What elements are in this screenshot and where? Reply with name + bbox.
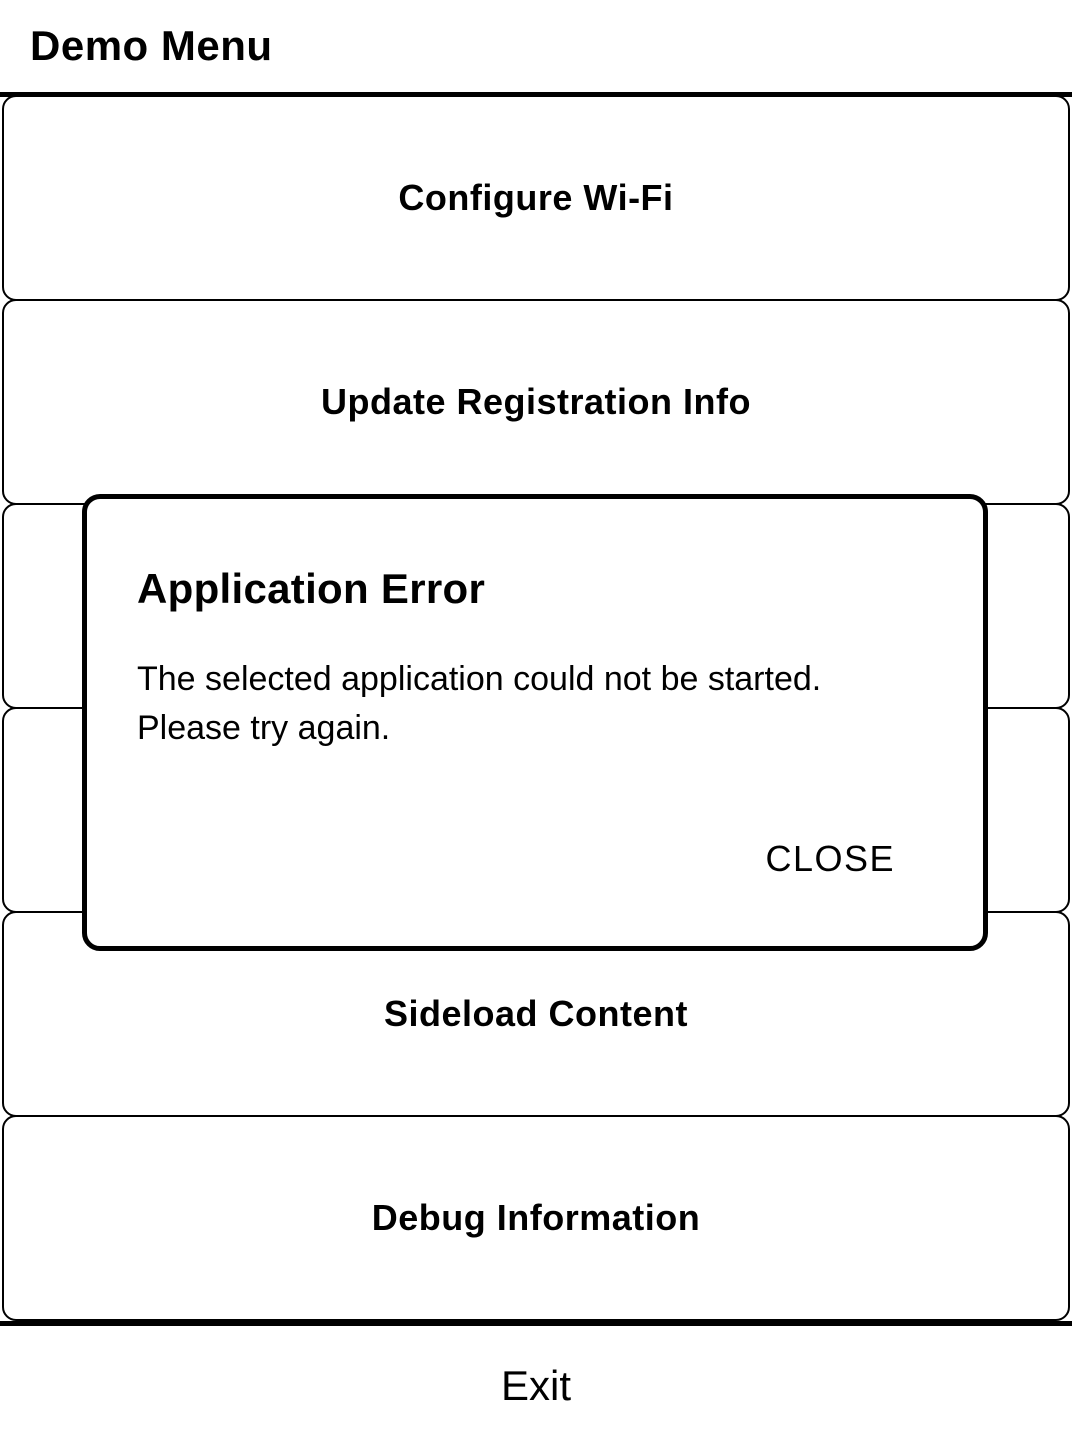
menu-item-label: Sideload Content [384,993,688,1034]
exit-button[interactable]: Exit [500,1362,571,1409]
header: Demo Menu [0,0,1072,97]
menu-item-label: Update Registration Info [320,381,751,422]
menu-item-label: Debug Information [371,1197,701,1238]
menu-item-label: Configure Wi-Fi [398,177,674,218]
menu-item-debug-information[interactable]: Debug Information [2,1115,1070,1321]
page-title: Demo Menu [30,22,273,69]
dialog-message: The selected application could not be st… [137,655,933,753]
application-error-dialog: Application Error The selected applicati… [82,494,988,951]
dialog-message-line: Please try again. [137,709,391,747]
dialog-message-line: The selected application could not be st… [137,660,822,698]
footer-divider [0,1321,1072,1326]
footer: Exit [0,1326,1072,1446]
menu-item-update-registration-info[interactable]: Update Registration Info [2,299,1070,505]
close-button[interactable]: CLOSE [765,838,895,879]
menu-item-configure-wifi[interactable]: Configure Wi-Fi [2,95,1070,301]
dialog-title: Application Error [137,565,486,612]
